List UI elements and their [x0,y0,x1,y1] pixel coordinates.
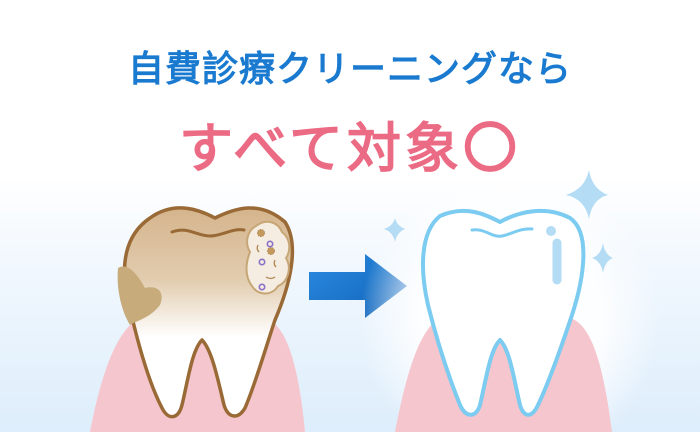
clean-tooth-icon [421,208,586,417]
stain-icon [117,266,162,325]
headline-line2: すべて対象〇 [178,117,522,180]
plaque-bacteria-icon [245,220,291,295]
sparkle-icon [384,170,613,273]
headline-line1: 自費診療クリーニングなら [127,49,572,90]
dirty-tooth-icon [117,206,295,419]
